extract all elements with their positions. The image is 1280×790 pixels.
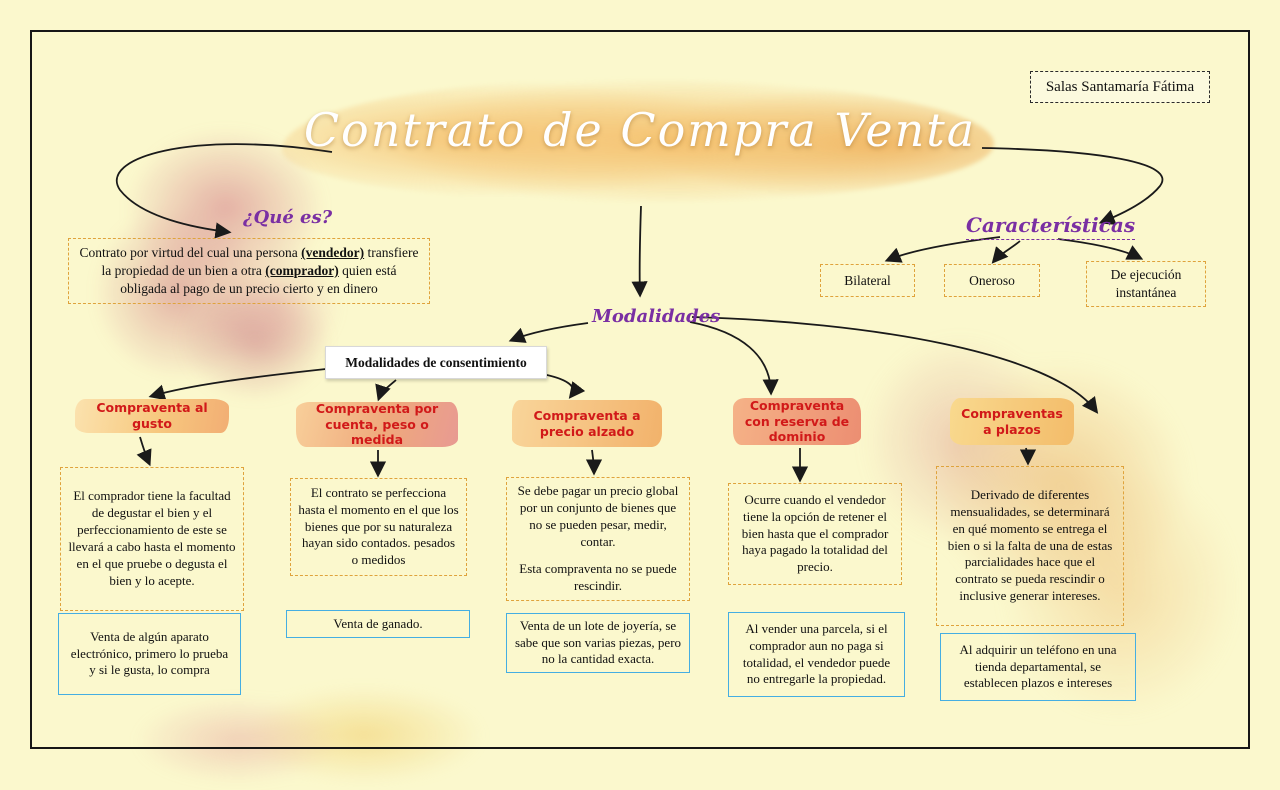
branch-description-precio-alzado: Se debe pagar un precio global por un co…	[506, 477, 690, 601]
branch-example-al-gusto: Venta de algún aparato electrónico, prim…	[58, 613, 241, 695]
branch-title-por-cuenta: Compraventa por cuenta, peso o medida	[296, 401, 458, 447]
branch-example-por-cuenta: Venta de ganado.	[286, 610, 470, 638]
modalidades-label: Modalidades	[592, 306, 721, 327]
caracteristica-ejecucion: De ejecución instantánea	[1086, 261, 1206, 307]
caracteristicas-label: Características	[966, 213, 1136, 240]
watercolor-blob-bottom-left	[130, 680, 490, 790]
page-title: Contrato de Compra Venta	[303, 103, 977, 157]
branch-description-por-cuenta: El contrato se perfecciona hasta el mome…	[290, 478, 467, 576]
branch-title-precio-alzado: Compraventa a precio alzado	[512, 400, 662, 447]
author-name-box: Salas Santamaría Fátima	[1030, 71, 1210, 103]
branch-title-reserva-dominio: Compraventa con reserva de dominio	[733, 398, 861, 445]
branch-example-precio-alzado: Venta de un lote de joyería, se sabe que…	[506, 613, 690, 673]
comprador-term: (comprador)	[265, 263, 339, 279]
branch-title-a-plazos: Compraventas a plazos	[950, 398, 1074, 445]
branch-example-a-plazos: Al adquirir un teléfono en una tienda de…	[940, 633, 1136, 701]
definition-box: Contrato por virtud del cual una persona…	[68, 238, 430, 304]
definition-text: Contrato por virtud del cual una persona…	[79, 245, 419, 296]
caracteristica-bilateral: Bilateral	[820, 264, 915, 297]
title-watercolor-banner	[282, 80, 994, 202]
branch-example-reserva-dominio: Al vender una parcela, si el comprador a…	[728, 612, 905, 697]
caracteristica-oneroso: Oneroso	[944, 264, 1040, 297]
branch-title-al-gusto: Compraventa al gusto	[75, 399, 229, 433]
vendedor-term: (vendedor)	[301, 245, 365, 261]
branch-description-reserva-dominio: Ocurre cuando el vendedor tiene la opció…	[728, 483, 902, 585]
que-es-label: ¿Qué es?	[243, 207, 333, 228]
author-name: Salas Santamaría Fátima	[1045, 78, 1195, 95]
branch-description-al-gusto: El comprador tiene la facultad de degust…	[60, 467, 244, 611]
branch-description-a-plazos: Derivado de diferentes mensualidades, se…	[936, 466, 1124, 626]
consent-modalities-box: Modalidades de consentimiento	[325, 346, 547, 379]
